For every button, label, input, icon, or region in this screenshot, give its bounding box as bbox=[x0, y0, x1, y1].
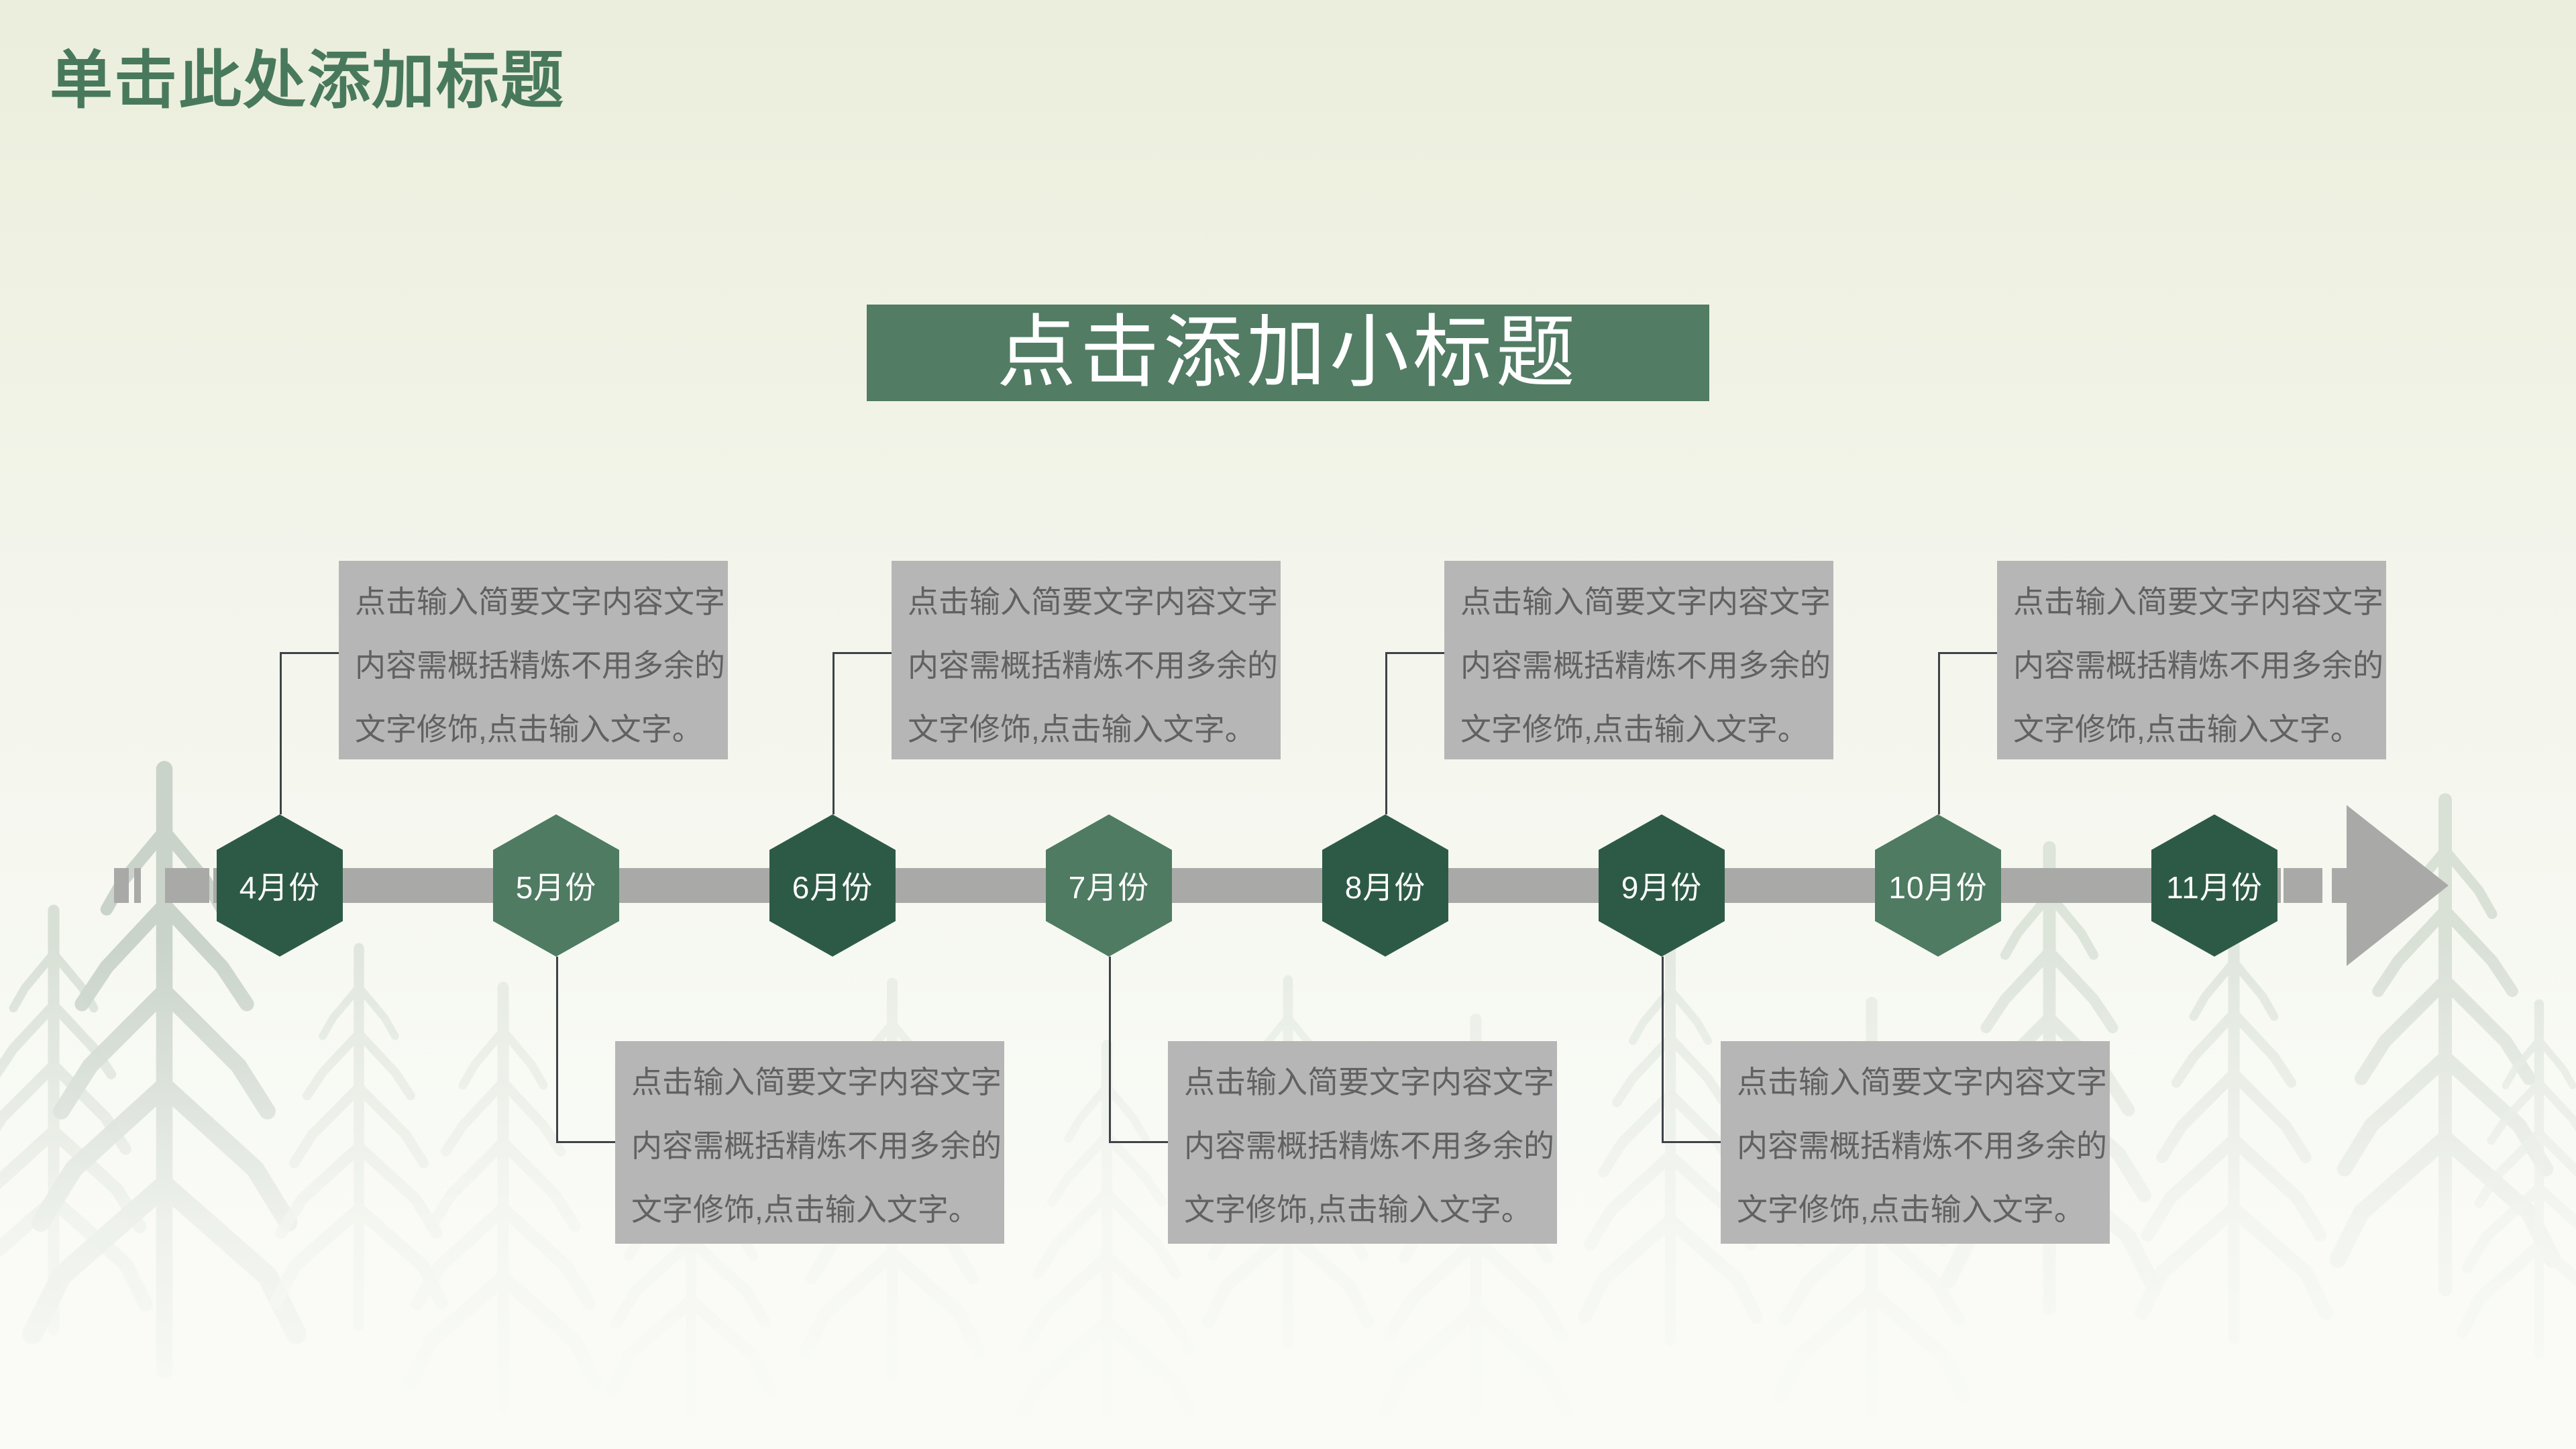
note-text-line: 点击输入简要文字内容文字 bbox=[355, 584, 725, 619]
connector-august bbox=[1385, 652, 1445, 814]
note-box-july[interactable]: 点击输入简要文字内容文字 内容需概括精炼不用多余的 文字修饰,点击输入文字。 bbox=[1168, 1041, 1557, 1244]
timeline-dash bbox=[134, 868, 141, 903]
milestone-label: 4月份 bbox=[239, 870, 321, 905]
note-text-line: 内容需概括精炼不用多余的 bbox=[1184, 1128, 1554, 1163]
connector-may bbox=[556, 957, 616, 1143]
connector-september bbox=[1662, 957, 1721, 1143]
note-text-line: 内容需概括精炼不用多余的 bbox=[2013, 648, 2383, 683]
milestone-label: 7月份 bbox=[1068, 870, 1150, 905]
timeline-dash bbox=[2332, 868, 2349, 903]
hexagon-may[interactable]: 5月份 bbox=[493, 814, 619, 957]
milestone-label: 8月份 bbox=[1344, 870, 1426, 905]
hexagon-june[interactable]: 6月份 bbox=[769, 814, 896, 957]
hexagon-july[interactable]: 7月份 bbox=[1046, 814, 1172, 957]
milestone-label: 6月份 bbox=[792, 870, 873, 905]
note-box-september[interactable]: 点击输入简要文字内容文字 内容需概括精炼不用多余的 文字修饰,点击输入文字。 bbox=[1721, 1041, 2110, 1244]
note-text-line: 点击输入简要文字内容文字 bbox=[631, 1065, 1002, 1099]
note-text-line: 点击输入简要文字内容文字 bbox=[1184, 1065, 1554, 1099]
timeline-dash bbox=[2284, 868, 2322, 903]
milestone-label: 5月份 bbox=[515, 870, 597, 905]
timeline-dash bbox=[114, 868, 129, 903]
note-box-may[interactable]: 点击输入简要文字内容文字 内容需概括精炼不用多余的 文字修饰,点击输入文字。 bbox=[615, 1041, 1004, 1244]
timeline-arrowhead-icon bbox=[2347, 805, 2449, 966]
connector-october bbox=[1938, 652, 1998, 814]
note-text-line: 内容需概括精炼不用多余的 bbox=[1737, 1128, 2107, 1163]
milestone-label: 11月份 bbox=[2166, 870, 2263, 905]
note-text-line: 点击输入简要文字内容文字 bbox=[1737, 1065, 2107, 1099]
connector-june bbox=[833, 652, 892, 814]
note-box-june[interactable]: 点击输入简要文字内容文字 内容需概括精炼不用多余的 文字修饰,点击输入文字。 bbox=[892, 561, 1281, 759]
timeline-dash bbox=[165, 868, 209, 903]
slide-title[interactable]: 单击此处添加标题 bbox=[50, 45, 566, 115]
milestone-label: 10月份 bbox=[1888, 870, 1988, 905]
note-box-april[interactable]: 点击输入简要文字内容文字 内容需概括精炼不用多余的 文字修饰,点击输入文字。 bbox=[339, 561, 728, 759]
note-text-line: 文字修饰,点击输入文字。 bbox=[1184, 1192, 1532, 1227]
note-text-line: 点击输入简要文字内容文字 bbox=[1460, 584, 1831, 619]
note-box-august[interactable]: 点击输入简要文字内容文字 内容需概括精炼不用多余的 文字修饰,点击输入文字。 bbox=[1444, 561, 1833, 759]
note-text-line: 点击输入简要文字内容文字 bbox=[2013, 584, 2383, 619]
note-text-line: 文字修饰,点击输入文字。 bbox=[1737, 1192, 2085, 1227]
note-text-line: 内容需概括精炼不用多余的 bbox=[631, 1128, 1002, 1163]
note-text-line: 内容需概括精炼不用多余的 bbox=[355, 648, 725, 683]
note-text-line: 点击输入简要文字内容文字 bbox=[908, 584, 1278, 619]
connector-july bbox=[1109, 957, 1169, 1143]
note-text-line: 文字修饰,点击输入文字。 bbox=[631, 1192, 979, 1227]
note-text-line: 文字修饰,点击输入文字。 bbox=[908, 712, 1256, 747]
milestone-label: 9月份 bbox=[1621, 870, 1703, 905]
note-text-line: 文字修饰,点击输入文字。 bbox=[1460, 712, 1809, 747]
note-text-line: 文字修饰,点击输入文字。 bbox=[355, 712, 703, 747]
slide-subtitle[interactable]: 点击添加小标题 bbox=[867, 305, 1709, 401]
connector-april bbox=[280, 652, 339, 814]
note-text-line: 文字修饰,点击输入文字。 bbox=[2013, 712, 2361, 747]
note-text-line: 内容需概括精炼不用多余的 bbox=[908, 648, 1278, 683]
hexagon-april[interactable]: 4月份 bbox=[217, 814, 343, 957]
note-box-october[interactable]: 点击输入简要文字内容文字 内容需概括精炼不用多余的 文字修饰,点击输入文字。 bbox=[1997, 561, 2386, 759]
note-text-line: 内容需概括精炼不用多余的 bbox=[1460, 648, 1831, 683]
